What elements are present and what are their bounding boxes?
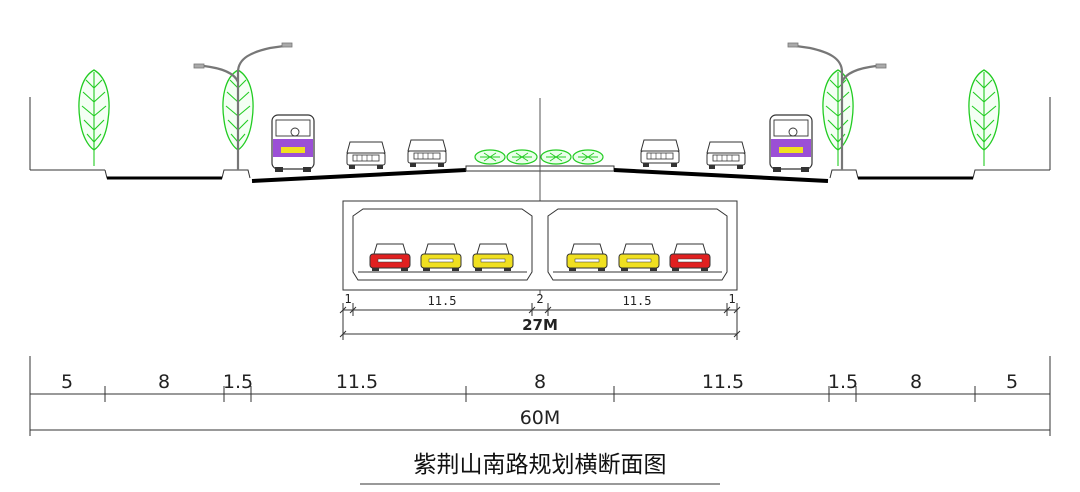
- section-dim-green-right: 8: [910, 371, 922, 393]
- tree-right-outer: [968, 69, 1000, 167]
- median-shrubs: [474, 149, 604, 165]
- tunnel-car-red-right: [669, 243, 711, 272]
- section-dim-carriageway-right: 11.5: [702, 371, 744, 393]
- tree-left-outer: [78, 69, 110, 167]
- section-dim-median: 8: [534, 371, 546, 393]
- tunnel-car-yellow-4: [618, 243, 660, 272]
- car-left-2: [407, 139, 447, 168]
- section-dimension-lines: [29, 356, 1051, 436]
- car-right-1: [640, 139, 680, 168]
- tunnel: [342, 200, 738, 291]
- trees: [78, 69, 1000, 167]
- tunnel-total-width: 27M: [522, 316, 558, 334]
- section-dim-footpath-right: 5: [1006, 371, 1018, 393]
- road-profile: [29, 97, 1051, 295]
- tunnel-dim-11-5-left: 11.5: [428, 294, 457, 308]
- tunnel-dim-1-left: 1: [344, 292, 351, 306]
- section-dim-verge-right: 1.5: [828, 371, 858, 393]
- tunnel-car-yellow-3: [566, 243, 608, 272]
- tunnel-car-yellow-2: [472, 243, 514, 272]
- tunnel-dim-1-right: 1: [728, 292, 735, 306]
- section-dim-green-left: 8: [158, 371, 170, 393]
- section-dim-footpath-left: 5: [61, 371, 73, 393]
- tunnel-dim-2: 2: [536, 292, 543, 306]
- bus-right: [769, 114, 813, 173]
- tunnel-dim-11-5-right: 11.5: [623, 294, 652, 308]
- car-left-1: [346, 141, 386, 170]
- car-right-2: [706, 141, 746, 170]
- tree-right-inner: [822, 69, 854, 167]
- bus-left: [271, 114, 315, 173]
- drawing-title: 紫荆山南路规划横断面图: [414, 452, 667, 478]
- surface-vehicles: [271, 114, 813, 173]
- tunnel-car-red-left: [369, 243, 411, 272]
- section-dim-carriageway-left: 11.5: [336, 371, 378, 393]
- section-dim-verge-left: 1.5: [223, 371, 253, 393]
- tunnel-dimensions: [339, 303, 741, 340]
- section-total-width: 60M: [520, 407, 561, 429]
- tunnel-car-yellow-1: [420, 243, 462, 272]
